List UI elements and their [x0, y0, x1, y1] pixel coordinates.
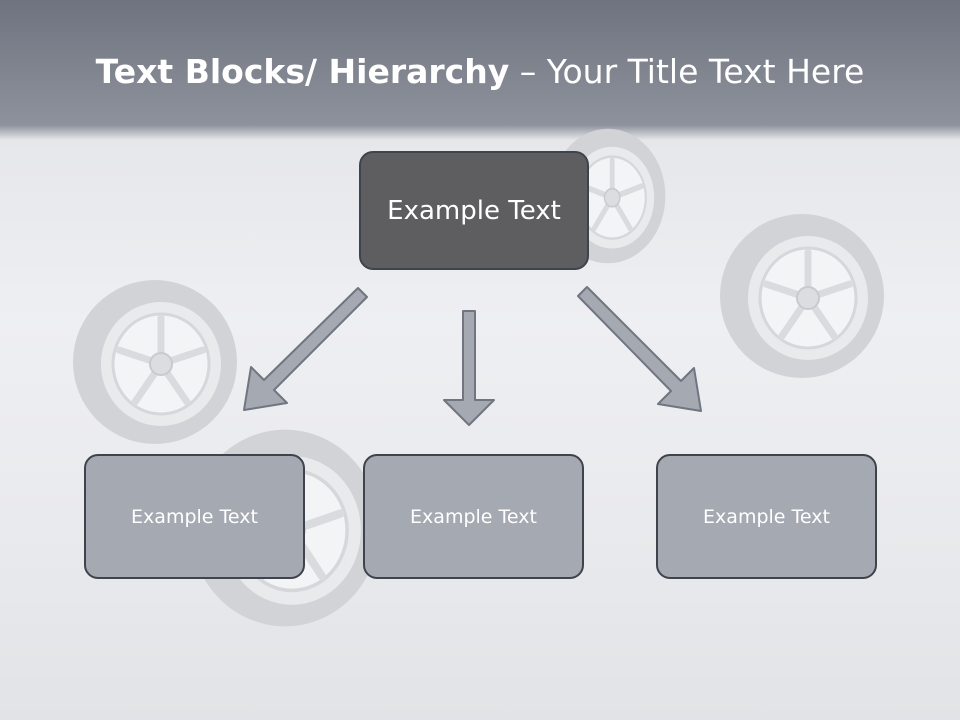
arrow-down-left-icon — [243, 287, 368, 411]
top-level-box: Example Text — [359, 151, 589, 270]
arrow-down-right-icon — [577, 286, 702, 412]
page-title: Text Blocks/ Hierarchy – Your Title Text… — [0, 52, 960, 91]
title-bold: Text Blocks/ Hierarchy — [95, 52, 510, 91]
arrow-down-icon — [443, 310, 495, 426]
child-box-right: Example Text — [656, 454, 877, 579]
title-rest: – Your Title Text Here — [509, 52, 865, 91]
child-box-left: Example Text — [84, 454, 305, 579]
child-box-center: Example Text — [363, 454, 584, 579]
